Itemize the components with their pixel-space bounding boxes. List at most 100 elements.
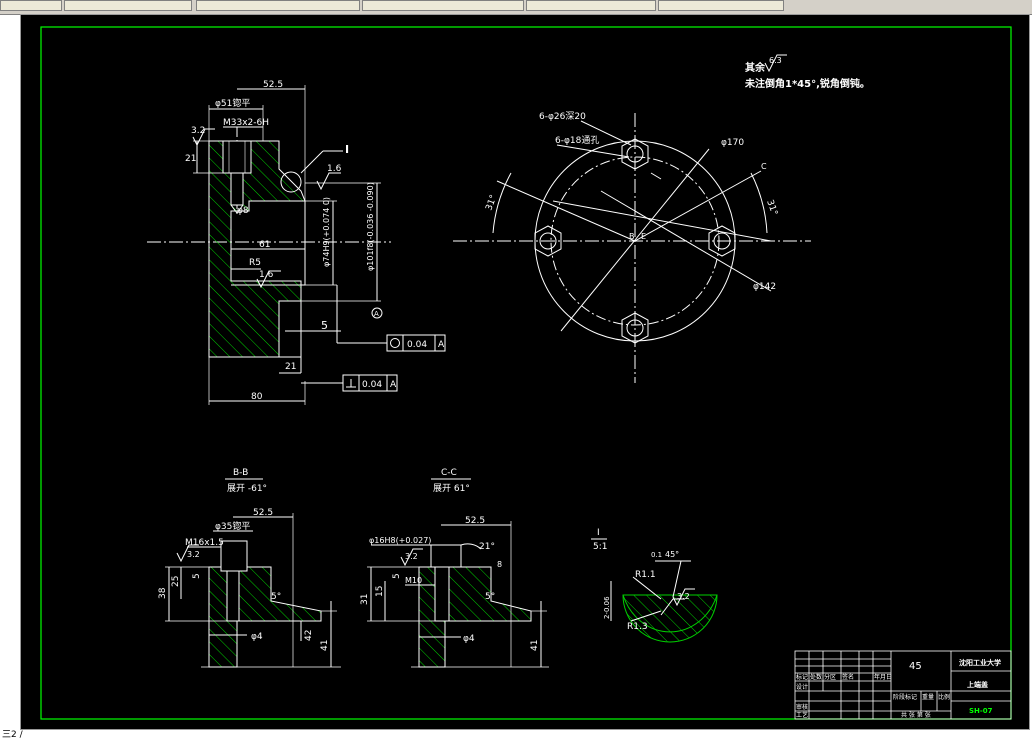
drill-hole bbox=[434, 566, 450, 622]
leader-line bbox=[630, 610, 662, 622]
tolerance-frame bbox=[386, 334, 446, 352]
dim-text: 41 bbox=[530, 640, 540, 651]
dim-text: φ4 bbox=[463, 634, 475, 644]
dim-text: 25 bbox=[171, 576, 181, 587]
dim-text: 15 bbox=[375, 586, 385, 597]
drawing-canvas[interactable]: 52.5 φ51锪平 M33x2-6H 3.2 21 I 1.6 φ8 61 R… bbox=[20, 14, 1030, 730]
hole-left bbox=[534, 225, 562, 257]
dim-text: M10 bbox=[405, 576, 422, 585]
rough-text: 3.2 bbox=[405, 552, 418, 561]
dim-text: 5 bbox=[321, 319, 328, 332]
toolbar-tab[interactable] bbox=[0, 0, 62, 11]
thread-hole bbox=[220, 540, 248, 572]
toolbar-tab[interactable] bbox=[196, 0, 360, 11]
angle-text: 5° bbox=[271, 592, 281, 602]
section-line bbox=[600, 190, 772, 292]
hole-right bbox=[708, 225, 736, 257]
detail-body-hatched bbox=[622, 594, 718, 643]
dim-text: 42 bbox=[304, 630, 314, 641]
dim-text: M33x2-6H bbox=[223, 118, 269, 128]
tb-cell: 审核 bbox=[796, 703, 808, 711]
leader-line bbox=[556, 144, 630, 158]
datum-text: A bbox=[374, 310, 379, 318]
toolbar-tab[interactable] bbox=[362, 0, 524, 11]
dim-text: R1.1 bbox=[635, 570, 656, 580]
tb-cell: 标记 bbox=[796, 673, 808, 681]
leader-line bbox=[672, 560, 682, 598]
cad-drawing: 52.5 φ51锪平 M33x2-6H 3.2 21 I 1.6 φ8 61 R… bbox=[40, 26, 1012, 720]
tb-cell: 工艺 bbox=[796, 711, 808, 719]
groove bbox=[660, 598, 685, 616]
section-subtitle: 展开 -61° bbox=[227, 483, 267, 494]
detail-i-labels: I 5:1 R1.1 45° 3.2 R1.3 2-0.06 0.1 bbox=[593, 528, 690, 632]
tb-cell: 年月日 bbox=[874, 673, 892, 681]
part-body-hatched bbox=[208, 566, 322, 668]
dim-text: 38 bbox=[158, 587, 168, 599]
dim-142-label: φ142 bbox=[753, 282, 776, 292]
section-title: C-C bbox=[441, 468, 457, 478]
dim-text: 52.5 bbox=[465, 516, 485, 526]
angle-arc bbox=[750, 172, 768, 234]
holes-26-label: 6-φ26深20 bbox=[539, 111, 586, 122]
tb-cell: 处数 bbox=[810, 673, 822, 681]
front-view-labels: 6-φ26深20 6-φ18通孔 φ170 φ142 31° 31° C B E bbox=[484, 111, 779, 292]
roughness-symbol bbox=[192, 128, 215, 147]
holes-18-label: 6-φ18通孔 bbox=[555, 135, 599, 146]
perpendicular-symbol bbox=[346, 379, 356, 388]
section-cc bbox=[367, 478, 549, 668]
dim-text: φ101f8(-0.036 -0.090) bbox=[366, 182, 375, 271]
title-block-frame bbox=[794, 650, 1012, 720]
toolbar-tab[interactable] bbox=[64, 0, 192, 11]
rough-text: 3.2 bbox=[677, 592, 690, 601]
roughness-symbol bbox=[176, 544, 199, 563]
drill-tip bbox=[230, 204, 244, 214]
other-label: 其余 bbox=[745, 61, 766, 74]
section-bb bbox=[165, 478, 341, 668]
bore-outline bbox=[231, 200, 306, 286]
section-cc-labels: C-C 展开 61° 52.5 φ16H8(+0.027) 3.2 21° 31… bbox=[360, 468, 540, 651]
chamfer-note: 未注倒角1*45°,锐角倒钝。 bbox=[744, 77, 870, 90]
toolbar-tab[interactable] bbox=[658, 0, 784, 11]
dim-text: M16x1.5 bbox=[185, 538, 224, 548]
rough-text: 1.6 bbox=[259, 270, 274, 280]
tolerance-datum: A bbox=[390, 380, 397, 390]
tb-cell: 共 张 第 张 bbox=[901, 711, 931, 719]
tb-cell: 分区 bbox=[824, 673, 836, 681]
angle-arc bbox=[492, 172, 512, 234]
leader-line bbox=[300, 150, 324, 174]
angle-text: 5° bbox=[485, 592, 495, 602]
datum-circle bbox=[371, 307, 383, 319]
dim-text: φ51锪平 bbox=[215, 97, 250, 109]
dim-170-label: φ170 bbox=[721, 138, 744, 148]
dim-text: 41 bbox=[320, 640, 330, 651]
rough-text: 6.3 bbox=[769, 56, 782, 65]
dim-text: 21 bbox=[185, 154, 196, 164]
tb-cell: 比例 bbox=[938, 693, 950, 701]
leader-line bbox=[580, 120, 632, 146]
section-line bbox=[560, 148, 710, 332]
school-name: 沈阳工业大学 bbox=[959, 658, 1001, 667]
tolerance-datum: A bbox=[438, 340, 445, 350]
dim-text: 0.1 bbox=[651, 551, 662, 559]
dim-text: φ8 bbox=[237, 206, 249, 216]
rough-text: 3.2 bbox=[187, 550, 200, 559]
detail-i bbox=[591, 538, 718, 643]
section-subtitle: 展开 61° bbox=[433, 483, 470, 494]
title-block bbox=[794, 650, 1012, 720]
main-section-view bbox=[147, 85, 446, 405]
dim-text: 21 bbox=[285, 362, 296, 372]
roughness-symbol bbox=[672, 588, 695, 607]
section-line bbox=[552, 200, 772, 242]
dim-text: 31 bbox=[360, 594, 370, 605]
roughness-symbol bbox=[316, 172, 341, 191]
dim-text: 52.5 bbox=[253, 508, 273, 518]
bore-hole bbox=[430, 544, 462, 568]
section-bb-labels: B-B 展开 -61° 52.5 M16x1.5 φ35锪平 3.2 38 25… bbox=[158, 468, 330, 651]
center-e-label: E bbox=[641, 232, 646, 241]
section-title: B-B bbox=[233, 468, 248, 478]
dim-text: 2-0.06 bbox=[603, 596, 611, 619]
drill-hole bbox=[230, 172, 244, 206]
material-label: 45 bbox=[909, 661, 922, 672]
hole-top bbox=[621, 138, 649, 170]
toolbar-tab[interactable] bbox=[526, 0, 656, 11]
